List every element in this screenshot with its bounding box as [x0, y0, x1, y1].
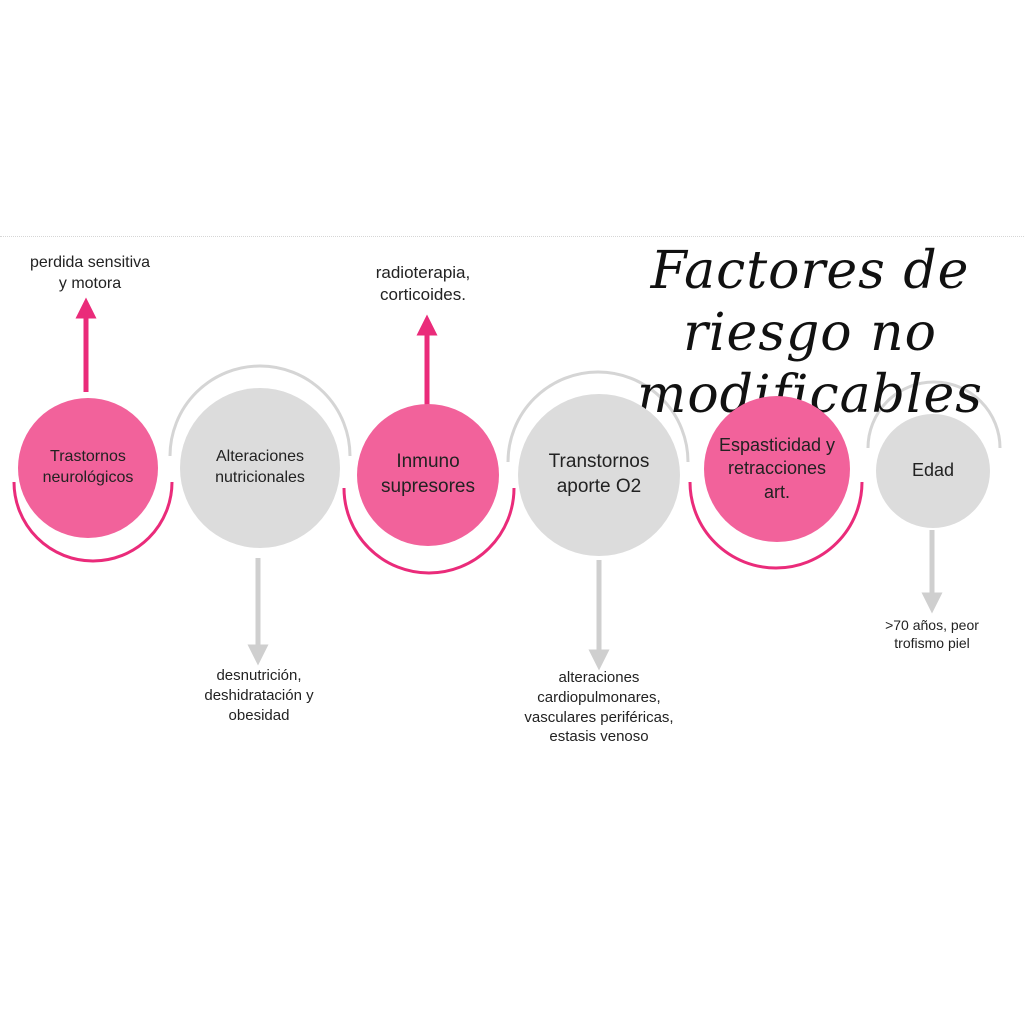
arc-under-trastornos-neurologicos	[12, 481, 174, 563]
factor-circle-inmuno-supresores: Inmuno supresores	[357, 404, 499, 546]
factor-circle-edad: Edad	[876, 414, 990, 528]
note-alteraciones-cardiopulmonares: alteraciones cardiopulmonares, vasculare…	[524, 669, 674, 746]
factor-label: Alteraciones nutricionales	[215, 448, 305, 486]
note-perdida-sensitiva: perdida sensitiva y motora	[29, 254, 151, 293]
note-radioterapia: radioterapia, corticoides.	[375, 263, 471, 305]
factor-circle-alteraciones-nutricionales: Alteraciones nutricionales	[180, 388, 340, 548]
note-desnutricion: desnutrición, deshidratación y obesidad	[204, 667, 314, 724]
factor-label: Inmuno supresores	[381, 451, 475, 497]
factor-label: Edad	[911, 460, 955, 481]
factor-label: Transtornos aporte O2	[548, 451, 650, 497]
factor-circle-espasticidad-retracciones: Espasticidad y retracciones art.	[704, 396, 850, 542]
factor-label: Trastornos neurológicos	[42, 448, 134, 486]
note-edad-mayor-70: >70 años, peor trofismo piel	[885, 617, 979, 652]
arc-under-inmuno-supresores	[342, 487, 516, 575]
factor-label: Espasticidad y retracciones art.	[718, 434, 836, 502]
title-line-1: Factores de riesgo no	[650, 241, 970, 363]
arc-over-edad	[866, 380, 1002, 449]
arc-over-alteraciones-nutricionales	[168, 364, 352, 457]
dotted-separator-line	[0, 236, 1024, 237]
factor-circle-transtornos-aporte-o2: Transtornos aporte O2	[518, 394, 680, 556]
factor-circle-trastornos-neurologicos: Trastornos neurológicos	[18, 398, 158, 538]
arc-over-transtornos-aporte-o2	[506, 370, 690, 463]
arc-under-espasticidad	[688, 481, 864, 570]
diagram-title: Factores de riesgo no modificables	[600, 240, 1020, 426]
